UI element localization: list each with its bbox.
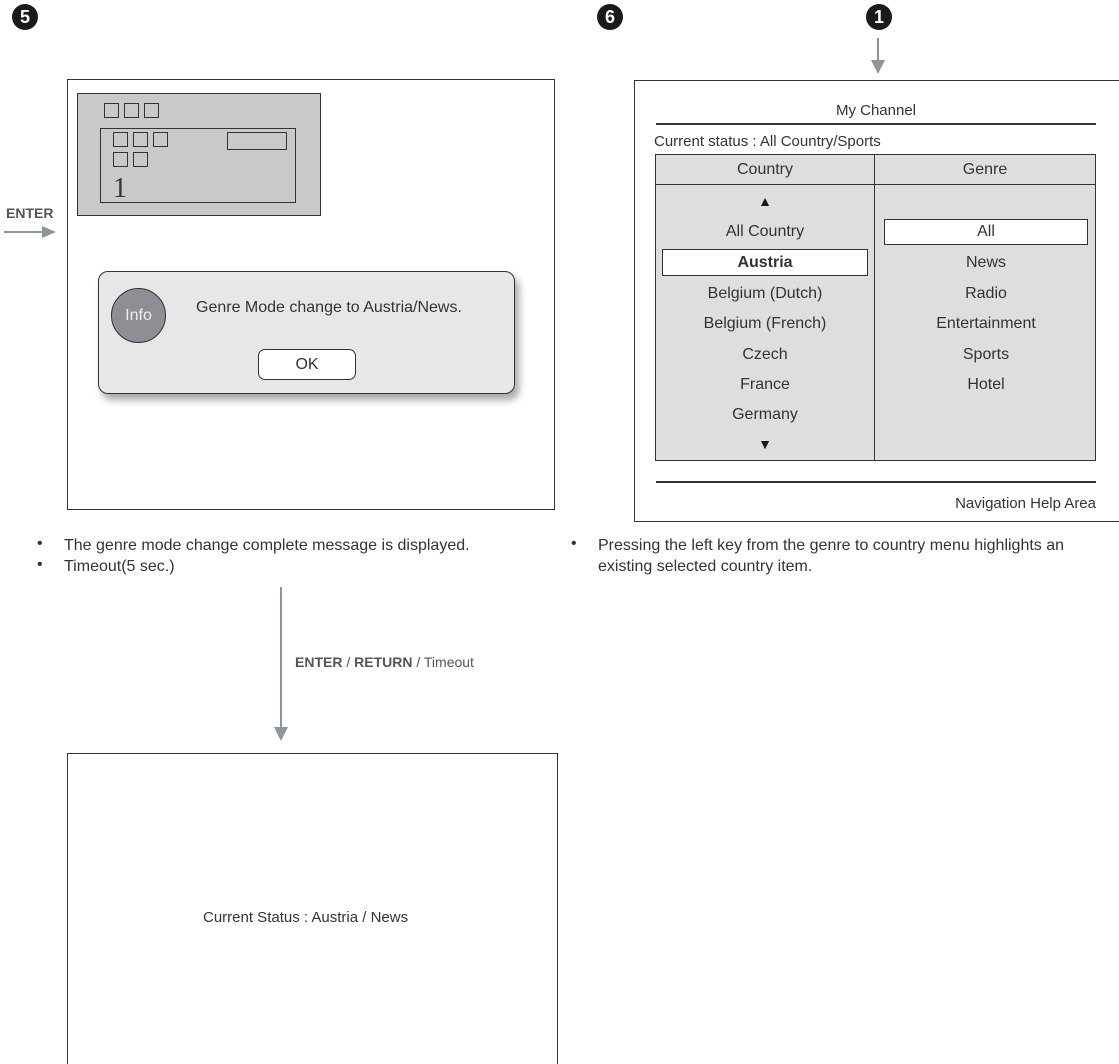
bullet-text: Timeout(5 sec.)	[64, 558, 175, 575]
right-arrow-head	[42, 226, 56, 238]
country-item[interactable]: France	[740, 375, 790, 393]
country-item[interactable]: Czech	[742, 345, 788, 363]
tv-square	[104, 103, 119, 118]
genre-item[interactable]: Entertainment	[936, 314, 1036, 332]
down-arrow-line	[877, 38, 879, 62]
dialog-message: Genre Mode change to Austria/News.	[196, 299, 462, 316]
bullet-text: Pressing the left key from the genre to …	[598, 537, 1065, 575]
screen-genre-change: 1 Info Genre Mode change to Austria/News…	[67, 79, 555, 510]
tv-preview: 1	[77, 93, 321, 216]
screen-current-status: Current Status : Austria / News	[67, 753, 558, 1064]
tv-square	[133, 152, 148, 167]
bullet-text: The genre mode change complete message i…	[64, 537, 470, 554]
tv-square	[124, 103, 139, 118]
genre-item[interactable]: News	[965, 253, 1006, 271]
channel-table: Country Genre ▲ All Country Austria Belg…	[655, 154, 1096, 461]
column-divider	[874, 155, 875, 460]
bullet-dot: •	[571, 535, 577, 552]
navigation-help-area: Navigation Help Area	[955, 495, 1096, 512]
current-status-text: Current Status : Austria / News	[203, 909, 409, 926]
country-item[interactable]: All Country	[725, 222, 805, 240]
genre-item[interactable]: Radio	[965, 284, 1007, 302]
ok-button[interactable]: OK	[258, 349, 356, 380]
tv-square	[133, 132, 148, 147]
country-item[interactable]: Belgium (Dutch)	[707, 284, 823, 302]
genre-item[interactable]: Sports	[962, 345, 1010, 363]
my-channel-title: My Channel	[835, 102, 917, 119]
flow-arrow-line	[280, 587, 282, 729]
title-underline	[656, 123, 1096, 125]
flow-sep: /	[342, 654, 355, 670]
flow-sep: /	[412, 654, 424, 670]
current-status-label: Current status : All Country/Sports	[654, 133, 881, 150]
scroll-up-arrow[interactable]: ▲	[758, 193, 772, 209]
flow-return: RETURN	[354, 654, 413, 670]
tv-square	[113, 152, 128, 167]
bullet-dot: •	[37, 556, 43, 573]
down-arrow-head	[871, 60, 885, 74]
tv-square	[153, 132, 168, 147]
right-arrow-line	[4, 231, 46, 233]
flow-enter: ENTER	[295, 654, 343, 670]
country-item[interactable]: Belgium (French)	[703, 314, 827, 332]
bullet-dot: •	[37, 535, 43, 552]
flow-label: ENTER / RETURN / Timeout	[295, 654, 474, 670]
country-item[interactable]: Germany	[732, 405, 798, 423]
tv-channel-number: 1	[113, 173, 127, 204]
info-icon: Info	[111, 288, 166, 343]
country-item-selected[interactable]: Austria	[662, 249, 868, 276]
tv-bar	[227, 132, 287, 150]
flow-timeout: Timeout	[423, 654, 474, 670]
genre-item-selected[interactable]: All	[884, 219, 1088, 245]
tv-square	[113, 132, 128, 147]
genre-item[interactable]: Hotel	[967, 375, 1005, 393]
enter-label: ENTER	[6, 205, 54, 221]
country-header: Country	[656, 155, 874, 185]
info-dialog: Info Genre Mode change to Austria/News. …	[98, 271, 515, 394]
scroll-down-arrow[interactable]: ▼	[758, 436, 772, 452]
flow-arrow-head	[274, 727, 288, 741]
step-badge-1: 1	[866, 4, 892, 30]
step-badge-5: 5	[12, 4, 38, 30]
tv-square	[144, 103, 159, 118]
genre-header: Genre	[875, 155, 1095, 185]
screen-my-channel: My Channel Current status : All Country/…	[634, 80, 1119, 522]
tv-inner-panel: 1	[100, 128, 296, 203]
nav-help-divider	[656, 481, 1096, 483]
step-badge-6: 6	[597, 4, 623, 30]
